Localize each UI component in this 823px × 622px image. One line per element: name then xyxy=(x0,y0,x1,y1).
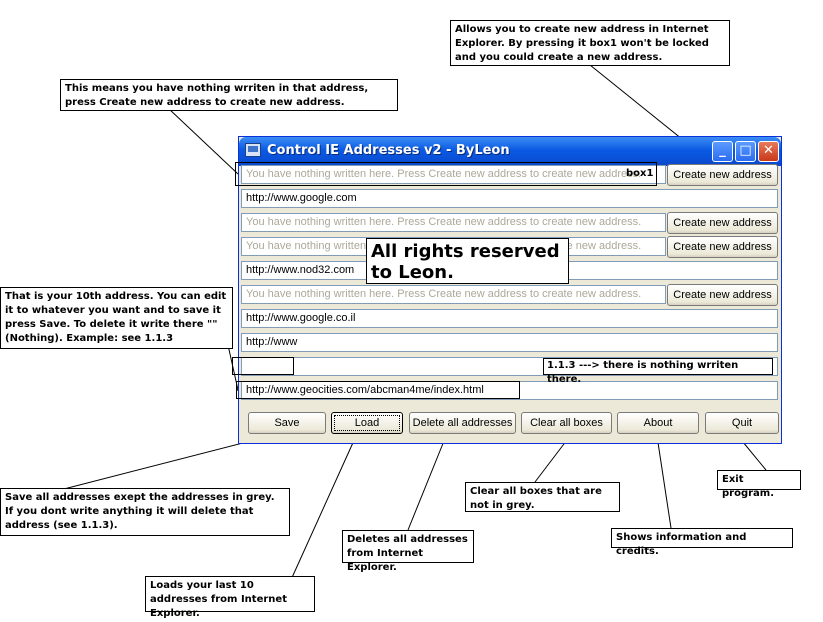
close-icon: ✕ xyxy=(763,143,774,158)
load-button[interactable]: Load xyxy=(331,412,403,434)
box1-outline xyxy=(235,162,657,186)
address-field-1[interactable]: You have nothing written here. Press Cre… xyxy=(241,165,666,184)
create-new-address-button-1[interactable]: Create new address xyxy=(667,164,778,186)
note-save: Save all addresses exept the addresses i… xyxy=(0,488,290,536)
create-new-address-button-6[interactable]: Create new address xyxy=(667,284,778,306)
note-clear-all: Clear all boxes that are not in grey. xyxy=(465,482,620,512)
address-field-2[interactable]: http://www.google.com xyxy=(241,189,778,208)
quit-button[interactable]: Quit xyxy=(705,412,779,434)
window-title: Control IE Addresses v2 - ByLeon xyxy=(267,143,510,158)
note-tenth-address: That is your 10th address. You can edit … xyxy=(0,287,233,349)
tenth-address-outline xyxy=(236,381,520,399)
note-nothing-written: This means you have nothing wrriten in t… xyxy=(60,79,398,111)
delete-all-addresses-button[interactable]: Delete all addresses xyxy=(409,412,516,434)
rights-notice: All rights reserved to Leon. xyxy=(366,238,569,284)
address-field-6[interactable]: You have nothing written here. Press Cre… xyxy=(241,285,666,304)
address-field-3[interactable]: You have nothing written here. Press Cre… xyxy=(241,213,666,232)
about-button[interactable]: About xyxy=(617,412,699,434)
create-new-address-button-3[interactable]: Create new address xyxy=(667,212,778,234)
note-create-new-address: Allows you to create new address in Inte… xyxy=(450,20,730,66)
close-button[interactable]: ✕ xyxy=(758,141,779,162)
address-field-7[interactable]: http://www.google.co.il xyxy=(241,309,778,328)
note-delete-all: Deletes all addresses from Internet Expl… xyxy=(342,530,474,573)
maximize-icon: □ xyxy=(739,143,752,158)
title-bar[interactable]: Control IE Addresses v2 - ByLeon _ □ ✕ xyxy=(239,137,781,166)
note-1-1-3: 1.1.3 ---> there is nothing wrriten ther… xyxy=(543,358,773,385)
empty-field-outline xyxy=(232,357,294,375)
note-load: Loads your last 10 addresses from Intern… xyxy=(145,576,315,619)
create-new-address-button-4[interactable]: Create new address xyxy=(667,236,778,258)
save-button[interactable]: Save xyxy=(248,412,326,434)
note-quit: Exit program. xyxy=(717,470,801,499)
note-about: Shows information and credits. xyxy=(611,528,793,557)
minimize-button[interactable]: _ xyxy=(712,141,733,162)
app-icon xyxy=(245,143,261,157)
address-field-8[interactable]: http://www xyxy=(241,333,778,352)
maximize-button[interactable]: □ xyxy=(735,141,756,162)
box1-label: box1 xyxy=(626,168,654,179)
clear-all-boxes-button[interactable]: Clear all boxes xyxy=(521,412,612,434)
minimize-icon: _ xyxy=(719,143,726,158)
